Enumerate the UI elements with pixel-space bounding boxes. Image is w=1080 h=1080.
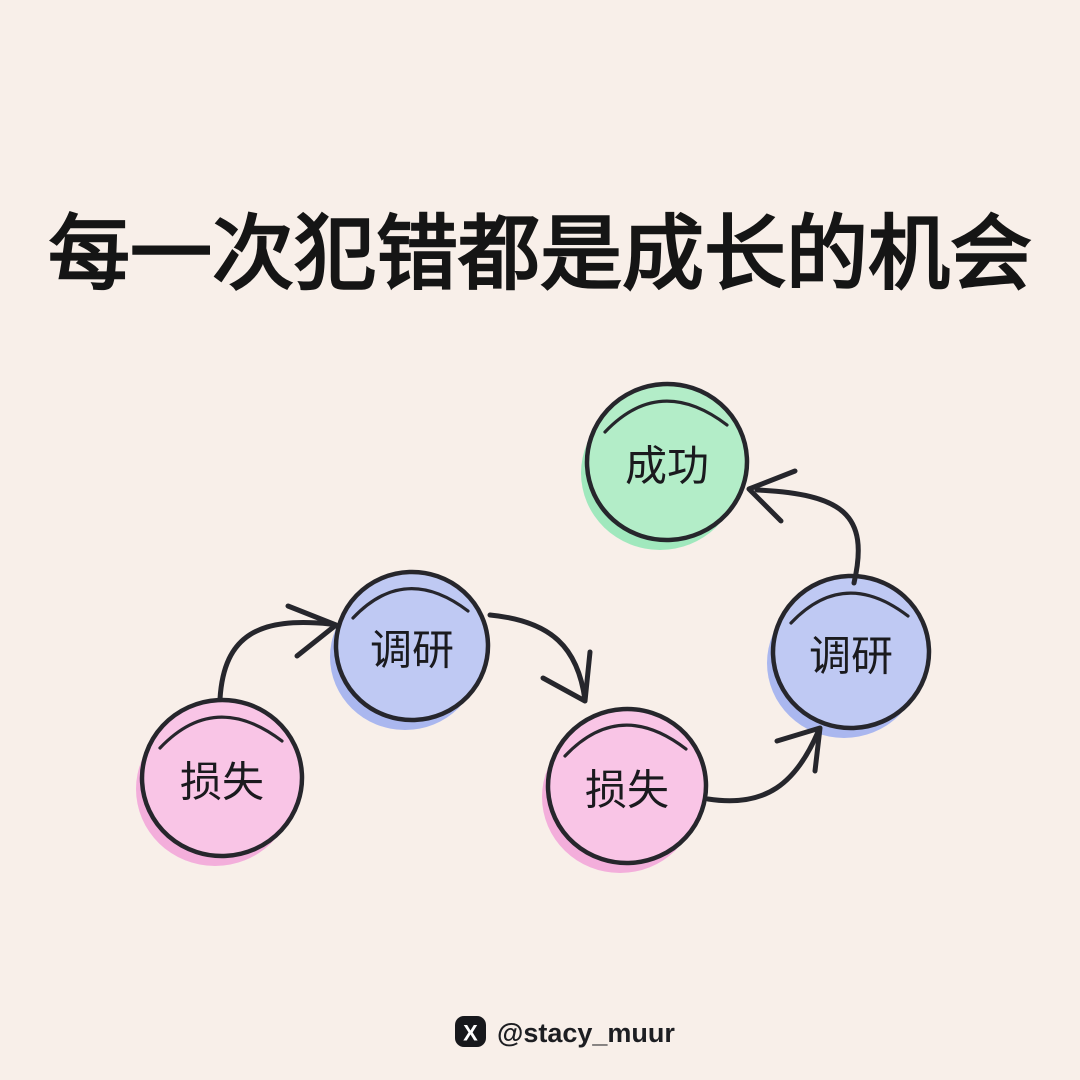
arrows [217,468,861,804]
arrow-loss1-to-research1 [217,620,333,702]
arrowhead-right-icon [285,603,339,659]
arrowhead-left-icon [746,468,798,524]
x-logo-glyph: X [463,1021,478,1046]
node-sketch-line [563,723,688,758]
arrowhead-up-right-icon [774,725,823,774]
node-sketch-line [158,715,284,750]
node-circle [584,381,750,543]
node-label: 调研 [370,627,454,674]
node-label: 成功 [625,443,709,490]
x-logo-icon [455,1016,486,1047]
node-research-2: 调研 [767,573,932,738]
node-research-1: 调研 [330,569,491,730]
footer: X @stacy_muur [455,1016,675,1048]
node-success: 成功 [581,381,750,550]
node-sketch-line [351,587,470,620]
node-label: 损失 [180,759,264,806]
node-circle [545,706,709,866]
arrow-research1-to-loss2 [487,612,588,703]
arrow-loss2-to-research2 [705,729,821,804]
node-sketch-line [603,399,729,434]
node-label: 损失 [585,767,669,814]
node-circle [333,569,491,723]
page-title: 每一次犯错都是成长的机会 [48,209,1032,300]
node-circle [770,573,932,731]
node-sketch-line [789,591,910,625]
node-loss-2: 损失 [542,706,709,873]
node-loss-1: 损失 [136,697,305,866]
author-handle: @stacy_muur [497,1018,675,1048]
arrow-research2-to-success [754,487,861,586]
node-label: 调研 [809,633,893,680]
arrowhead-down-icon [540,649,593,704]
